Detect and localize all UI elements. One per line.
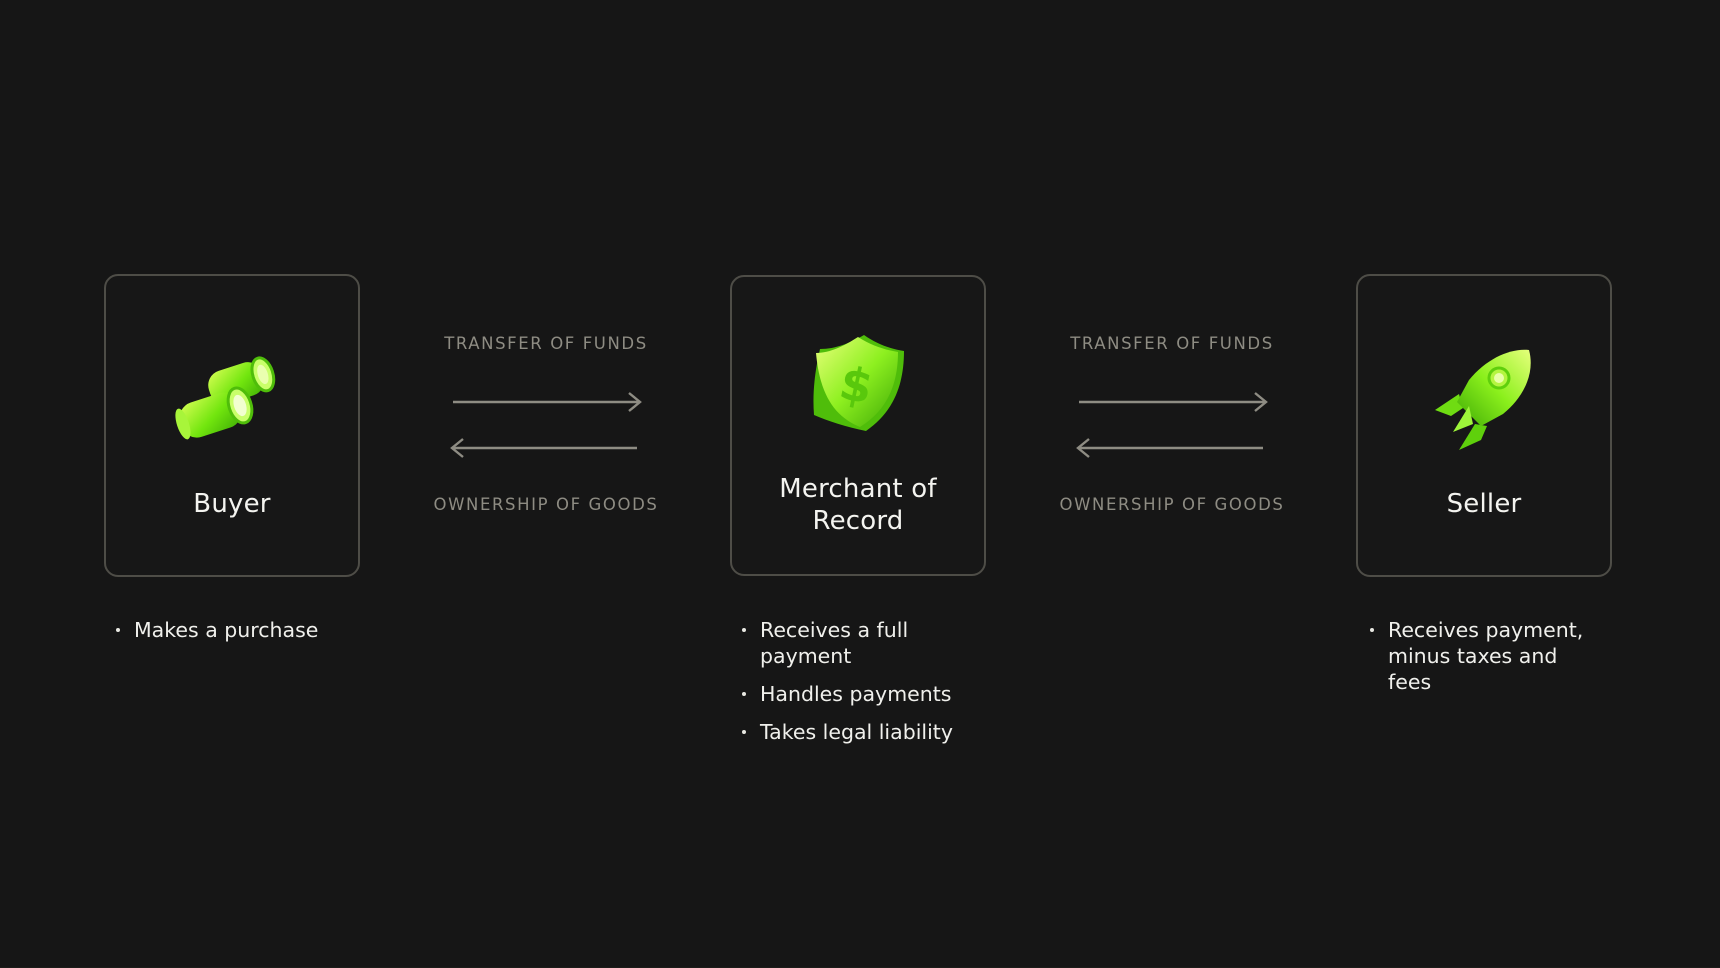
- flow-buyer-merchant: TRANSFER OF FUNDS OWNERSHIP OF GOODS: [421, 330, 671, 520]
- merchant-card: $ Merchant of Record: [730, 275, 986, 576]
- rocket-icon: [1429, 346, 1539, 456]
- ownership-of-goods-label: OWNERSHIP OF GOODS: [433, 495, 659, 514]
- binoculars-icon: [174, 356, 290, 450]
- seller-bullets: Receives payment, minus taxes and fees: [1358, 617, 1618, 707]
- bullet-dot: [742, 730, 746, 734]
- list-item: Makes a purchase: [104, 617, 384, 643]
- ownership-of-goods-label: OWNERSHIP OF GOODS: [1059, 495, 1285, 514]
- list-item: Takes legal liability: [730, 719, 980, 745]
- merchant-title-line1: Merchant of: [779, 474, 937, 504]
- bullet-text: Receives payment, minus taxes and fees: [1388, 618, 1584, 694]
- seller-card: Seller: [1356, 274, 1612, 577]
- bullet-dot: [116, 628, 120, 632]
- buyer-title: Buyer: [193, 489, 271, 519]
- buyer-bullets: Makes a purchase: [104, 617, 384, 655]
- bullet-dot: [742, 692, 746, 696]
- flow-merchant-seller: TRANSFER OF FUNDS OWNERSHIP OF GOODS: [1047, 330, 1297, 520]
- arrow-left-icon: [450, 438, 637, 458]
- arrow-right-icon: [453, 392, 642, 412]
- list-item: Receives payment, minus taxes and fees: [1358, 617, 1618, 695]
- arrow-right-icon: [1079, 392, 1268, 412]
- list-item: Receives a full payment: [730, 617, 980, 669]
- bullet-text: Takes legal liability: [760, 720, 953, 744]
- bullet-text: Handles payments: [760, 682, 952, 706]
- bullet-text: Makes a purchase: [134, 618, 319, 642]
- bullet-text: Receives a full payment: [760, 618, 909, 668]
- arrow-left-icon: [1076, 438, 1263, 458]
- merchant-title-line2: Record: [812, 506, 904, 536]
- bullet-dot: [742, 628, 746, 632]
- seller-title: Seller: [1446, 489, 1522, 519]
- merchant-title: Merchant of Record: [732, 473, 984, 537]
- transfer-of-funds-label: TRANSFER OF FUNDS: [444, 334, 648, 353]
- buyer-card: Buyer: [104, 274, 360, 577]
- list-item: Handles payments: [730, 681, 980, 707]
- shield-dollar-icon: $: [806, 331, 910, 435]
- transfer-of-funds-label: TRANSFER OF FUNDS: [1070, 334, 1274, 353]
- merchant-bullets: Receives a full payment Handles payments…: [730, 617, 980, 757]
- bullet-dot: [1370, 628, 1374, 632]
